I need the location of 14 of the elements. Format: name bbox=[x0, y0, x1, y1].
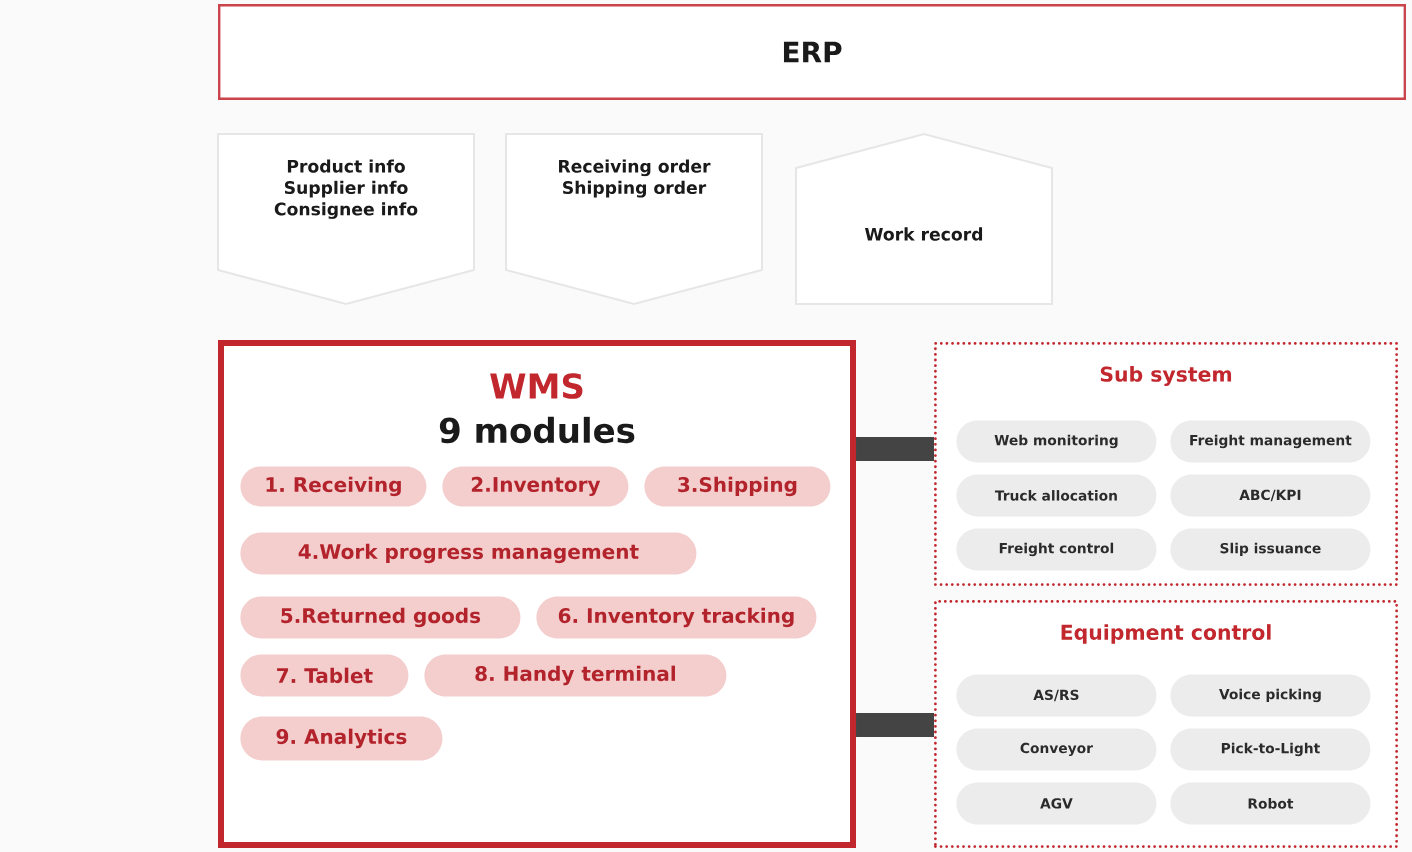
arrow-tag: Product info Supplier info Consignee info bbox=[217, 133, 475, 306]
connector-bar bbox=[856, 713, 934, 737]
arrow-tag: Receiving order Shipping order bbox=[505, 133, 763, 306]
module-pill: 2.Inventory bbox=[442, 466, 629, 507]
module-pill: 4.Work progress management bbox=[240, 532, 697, 575]
module-pill: 3.Shipping bbox=[644, 466, 831, 507]
module-pill: 6. Inventory tracking bbox=[536, 596, 817, 639]
module-pill: 1. Receiving bbox=[240, 466, 427, 507]
module-pill: 7. Tablet bbox=[240, 654, 409, 697]
banner-box: ERP bbox=[218, 4, 1406, 100]
module-pill: 5.Returned goods bbox=[240, 596, 521, 639]
module-pill: 9. Analytics bbox=[240, 716, 443, 761]
module-pill: 8. Handy terminal bbox=[424, 654, 727, 697]
connector-bar bbox=[856, 437, 934, 461]
